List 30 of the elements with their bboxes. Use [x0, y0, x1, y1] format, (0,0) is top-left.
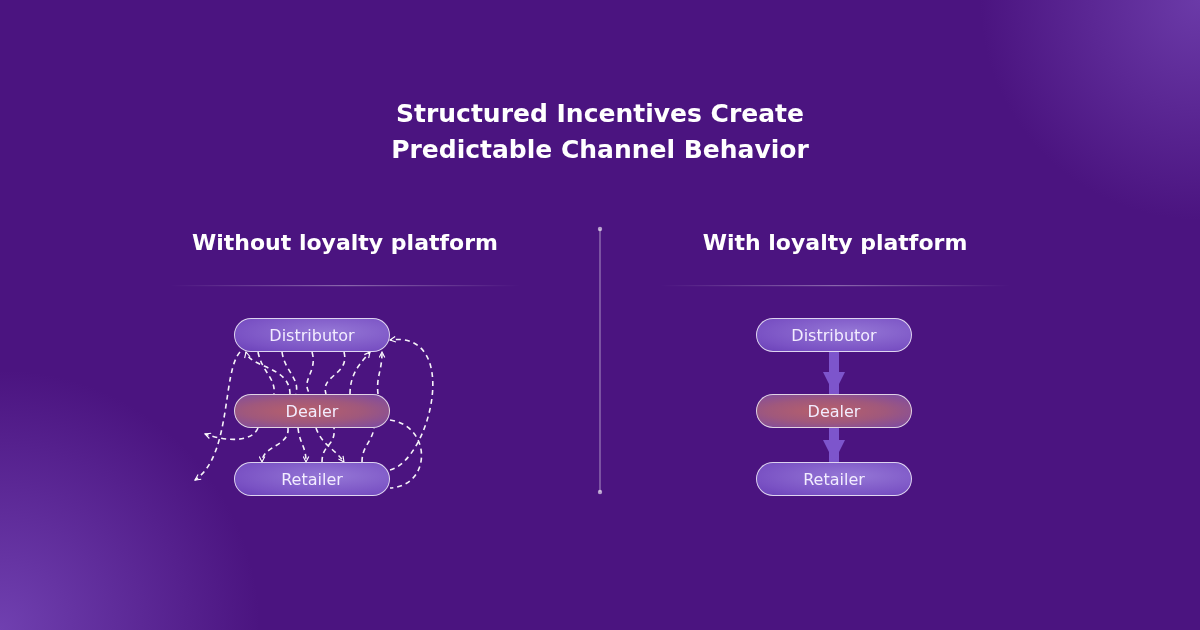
node-label: Retailer	[281, 469, 343, 489]
title: Structured Incentives Create Predictable Channel Behavior	[390, 98, 810, 166]
arrow	[823, 352, 845, 394]
dashed-arrow	[204, 427, 259, 441]
panel-heading: Without loyalty platform	[191, 230, 499, 255]
node-label: Dealer	[285, 401, 339, 421]
node-label: Dealer	[807, 401, 861, 421]
node-label: Retailer	[803, 469, 865, 489]
dashed-connector-line	[389, 419, 423, 489]
process-box	[234, 394, 390, 428]
dashed-arrow	[349, 351, 371, 395]
node-label: Distributor	[269, 325, 355, 345]
panel-heading: With loyalty platform	[701, 230, 969, 255]
process-box	[756, 394, 912, 428]
dashed-arrow	[259, 427, 289, 463]
dashed-arrow	[315, 427, 345, 463]
dashed-arrow	[194, 351, 241, 481]
node-label: Distributor	[791, 325, 877, 345]
process-box	[756, 318, 912, 352]
process-box	[756, 462, 912, 496]
dashed-connector-line	[321, 427, 335, 463]
dashed-connector-line	[324, 351, 346, 395]
dashed-arrow	[389, 336, 434, 471]
process-box	[234, 462, 390, 496]
dashed-connector-line	[306, 351, 315, 395]
dashed-arrow	[245, 351, 291, 395]
process-box	[234, 318, 390, 352]
arrow	[823, 428, 845, 462]
dashed-arrow	[297, 427, 310, 463]
dashed-arrow	[376, 351, 386, 395]
